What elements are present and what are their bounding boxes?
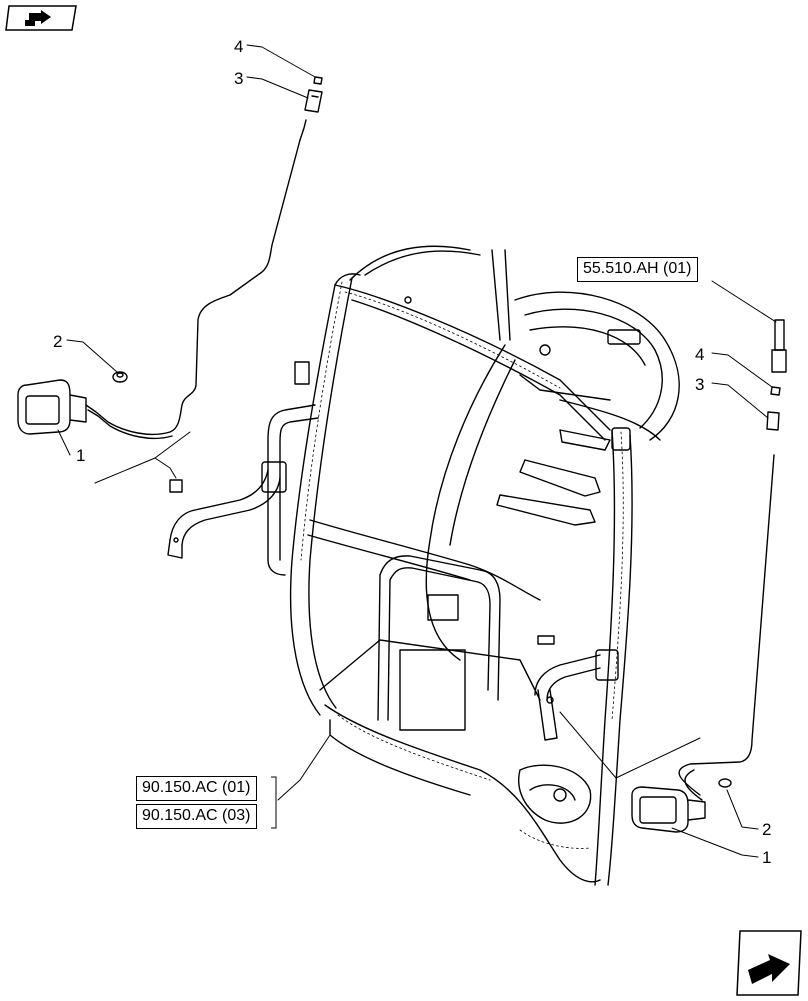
reference-box-55-510-ah-01[interactable]: 55.510.AH (01) xyxy=(577,257,698,282)
left-work-lamp xyxy=(17,119,307,440)
callout-right-3: 3 xyxy=(695,375,704,394)
left-connector xyxy=(304,76,323,113)
left-washer xyxy=(112,371,128,383)
book-arrow-icon[interactable] xyxy=(5,5,77,31)
right-work-lamp xyxy=(631,454,775,833)
right-connector xyxy=(766,319,787,431)
reference-box-90-150-ac-01[interactable]: 90.150.AC (01) xyxy=(136,776,257,801)
callout-right-4: 4 xyxy=(695,345,704,364)
callout-right-2: 2 xyxy=(762,820,771,839)
callout-left-4: 4 xyxy=(234,37,243,56)
callout-right-1: 1 xyxy=(762,848,771,867)
right-washer xyxy=(718,778,732,788)
callout-left-1: 1 xyxy=(76,446,85,465)
right-mirror-bracket xyxy=(534,649,619,741)
callout-left-3: 3 xyxy=(234,69,243,88)
leader-lines xyxy=(57,44,777,858)
reference-box-90-150-ac-03[interactable]: 90.150.AC (03) xyxy=(136,804,257,829)
cab-frame xyxy=(289,245,680,886)
left-mirror-bracket xyxy=(167,404,319,576)
callout-left-2: 2 xyxy=(53,332,62,351)
next-page-arrow-icon[interactable] xyxy=(736,930,802,996)
reference-bracket xyxy=(271,776,277,829)
